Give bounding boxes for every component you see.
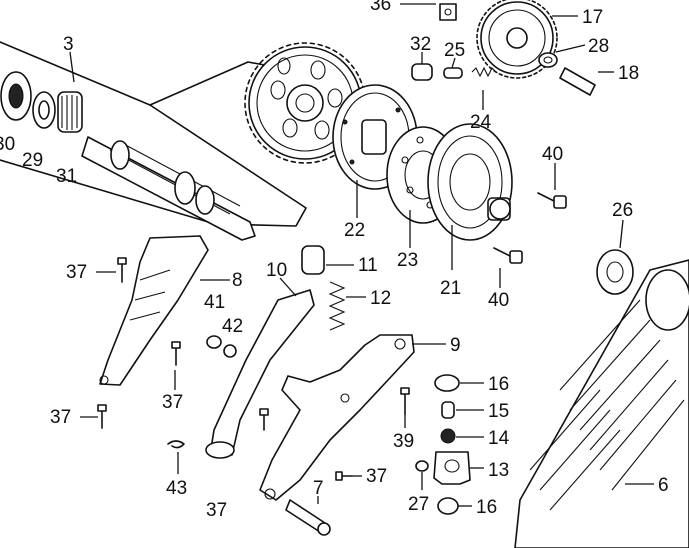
- spring-12: [328, 281, 346, 331]
- label-6: 6: [658, 475, 669, 496]
- label-13: 13: [488, 460, 509, 481]
- label-31: 31: [56, 166, 77, 187]
- label-36: 36: [370, 0, 391, 15]
- label-14: 14: [488, 428, 510, 449]
- label-17: 17: [582, 7, 603, 28]
- label-22: 22: [344, 220, 365, 241]
- label-16-lower: 16: [476, 497, 497, 518]
- bolt-37-e: [335, 471, 353, 481]
- bolt-40-lower: [493, 247, 523, 264]
- label-18: 18: [618, 63, 639, 84]
- label-37-d: 37: [206, 500, 227, 521]
- label-23: 23: [397, 250, 418, 271]
- pin-7: [285, 499, 331, 536]
- bracket-arm-8: [99, 235, 209, 386]
- pin-15: [441, 401, 455, 419]
- label-24: 24: [470, 112, 492, 133]
- label-10: 10: [266, 260, 287, 281]
- label-39: 39: [393, 431, 414, 452]
- label-37-e: 37: [366, 466, 387, 487]
- holder-13: [433, 451, 471, 485]
- label-40-upper: 40: [542, 144, 563, 165]
- small-sprocket: [476, 0, 558, 79]
- output-shaft-assembly: [0, 41, 307, 241]
- label-41: 41: [204, 292, 225, 313]
- bolt-37-a: [117, 257, 127, 283]
- nut-41: [206, 335, 222, 349]
- label-29: 29: [22, 150, 43, 171]
- spring-14: [440, 428, 456, 444]
- label-30: 30: [0, 134, 15, 155]
- hub-flange: [427, 123, 513, 241]
- label-37-c: 37: [50, 407, 71, 428]
- drive-chain: [514, 259, 689, 548]
- label-12: 12: [370, 288, 391, 309]
- label-21: 21: [440, 278, 461, 299]
- bolt-37-d: [259, 408, 269, 431]
- label-11: 11: [358, 255, 378, 276]
- label-27: 27: [408, 494, 429, 515]
- bolt-37-c: [97, 404, 107, 429]
- gear-26: [596, 249, 634, 295]
- washer-27: [415, 460, 429, 472]
- bolt-40-upper: [537, 192, 567, 209]
- label-25: 25: [444, 40, 465, 61]
- arm-10: [205, 289, 315, 459]
- part-labels: 3 17 36 32 25 28 18 24 30 29 31 40 22 23…: [0, 0, 669, 521]
- label-42: 42: [222, 316, 243, 337]
- label-37-a: 37: [66, 262, 87, 283]
- cap-16-upper: [434, 374, 460, 392]
- plunger-11: [301, 245, 325, 275]
- small-parts-top: [411, 3, 596, 96]
- bolt-37-b: [171, 341, 181, 366]
- nut-42: [223, 344, 237, 358]
- label-40-lower: 40: [488, 290, 509, 311]
- label-16-upper: 16: [488, 374, 509, 395]
- label-3: 3: [63, 34, 74, 55]
- bolt-39: [400, 387, 410, 415]
- label-15: 15: [488, 401, 509, 422]
- leader-lines: [69, 3, 654, 507]
- main-bracket-9: [259, 334, 415, 501]
- label-43: 43: [166, 478, 187, 499]
- label-7: 7: [313, 478, 324, 499]
- label-28: 28: [588, 36, 609, 57]
- label-26: 26: [612, 200, 633, 221]
- label-37-b: 37: [162, 392, 183, 413]
- label-8: 8: [232, 270, 243, 291]
- label-9: 9: [450, 335, 461, 356]
- cap-16-lower: [437, 497, 459, 515]
- label-32: 32: [410, 34, 431, 55]
- clip-43: [167, 440, 185, 449]
